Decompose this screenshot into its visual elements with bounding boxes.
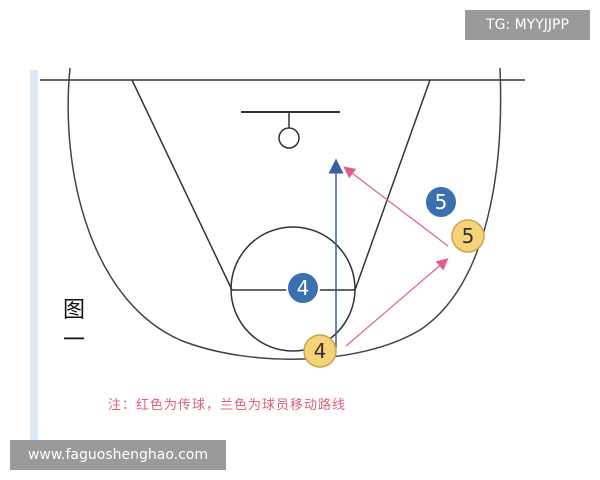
player-yellow-4: 4 <box>303 334 337 368</box>
player-yellow-5: 5 <box>451 219 485 253</box>
lane-line-left <box>131 79 233 291</box>
watermark-bottom: www.faguoshenghao.com <box>10 440 226 470</box>
player-blue-4: 4 <box>286 271 320 305</box>
legend-note: 注：红色为传球，兰色为球员移动路线 <box>108 398 347 413</box>
pass-arrow-to-basket <box>343 166 449 247</box>
rim <box>278 127 300 149</box>
free-throw-circle <box>230 226 356 352</box>
three-point-arc <box>67 67 502 360</box>
left-border-strip <box>30 70 38 440</box>
svg-text:5: 5 <box>435 190 448 214</box>
svg-text:4: 4 <box>297 276 310 300</box>
svg-text:4: 4 <box>314 339 327 363</box>
svg-text:5: 5 <box>462 224 475 248</box>
watermark-top: TG: MYYJJPP <box>465 10 590 40</box>
player-blue-5: 5 <box>424 185 458 219</box>
lane-line-right <box>354 79 431 291</box>
figure-label: 图一 <box>62 298 85 353</box>
pass-arrow-to-5 <box>345 258 449 347</box>
